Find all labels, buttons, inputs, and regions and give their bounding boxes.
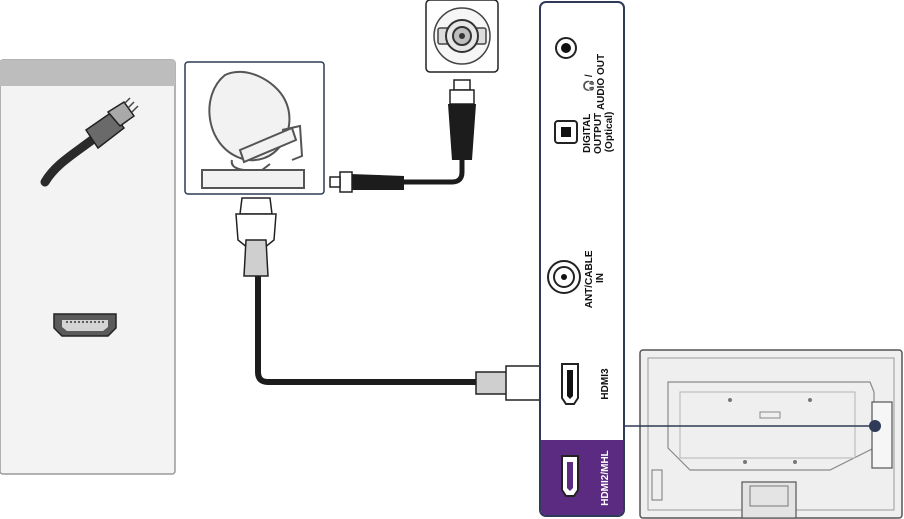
svg-text:DIGITAL OUTPUT (Op: DIGITAL OUTPUT (Optical)	[582, 110, 615, 154]
audio-out-label-1: 🎧 /	[582, 74, 595, 92]
callout-dot	[869, 420, 881, 432]
digital-optical-port	[554, 120, 578, 144]
hdmi2-mhl-label: HDMI2/MHL	[600, 450, 611, 506]
hdmi-cable	[235, 197, 557, 401]
ant-cable-port	[547, 260, 581, 294]
ant-cable-label-1: ANT/CABLE	[584, 250, 595, 308]
ant-cable-label-2: IN	[595, 273, 606, 283]
svg-text:ANT/CABLE IN: ANT/CABLE IN	[584, 248, 606, 309]
hdmi-port-icon	[53, 313, 117, 337]
wall-coax-outlet	[425, 0, 499, 73]
digital-output-label-3: (Optical)	[604, 112, 615, 153]
satellite-receiver	[184, 61, 325, 195]
tv-back-view	[624, 349, 903, 519]
hdmi2-mhl-port	[561, 455, 579, 497]
coax-cable	[329, 79, 476, 193]
audio-out-label-2: AUDIO OUT	[596, 54, 607, 110]
tv-connection-panel: 🎧 / AUDIO OUT DIGITAL OUTPUT (Optical) A…	[539, 1, 625, 517]
hdmi3-label: HDMI3	[600, 368, 611, 400]
hdmi3-port	[561, 363, 579, 405]
satellite-dish-icon	[201, 70, 305, 189]
digital-output-label-2: OUTPUT	[593, 113, 604, 154]
coax-cable-icon	[40, 97, 139, 187]
legend-sidebar	[0, 59, 176, 475]
audio-out-jack	[555, 37, 577, 59]
digital-output-label-1: DIGITAL	[582, 114, 593, 153]
svg-text:🎧 / AUDIO OUT: 🎧 / AUDIO OUT	[582, 54, 607, 110]
